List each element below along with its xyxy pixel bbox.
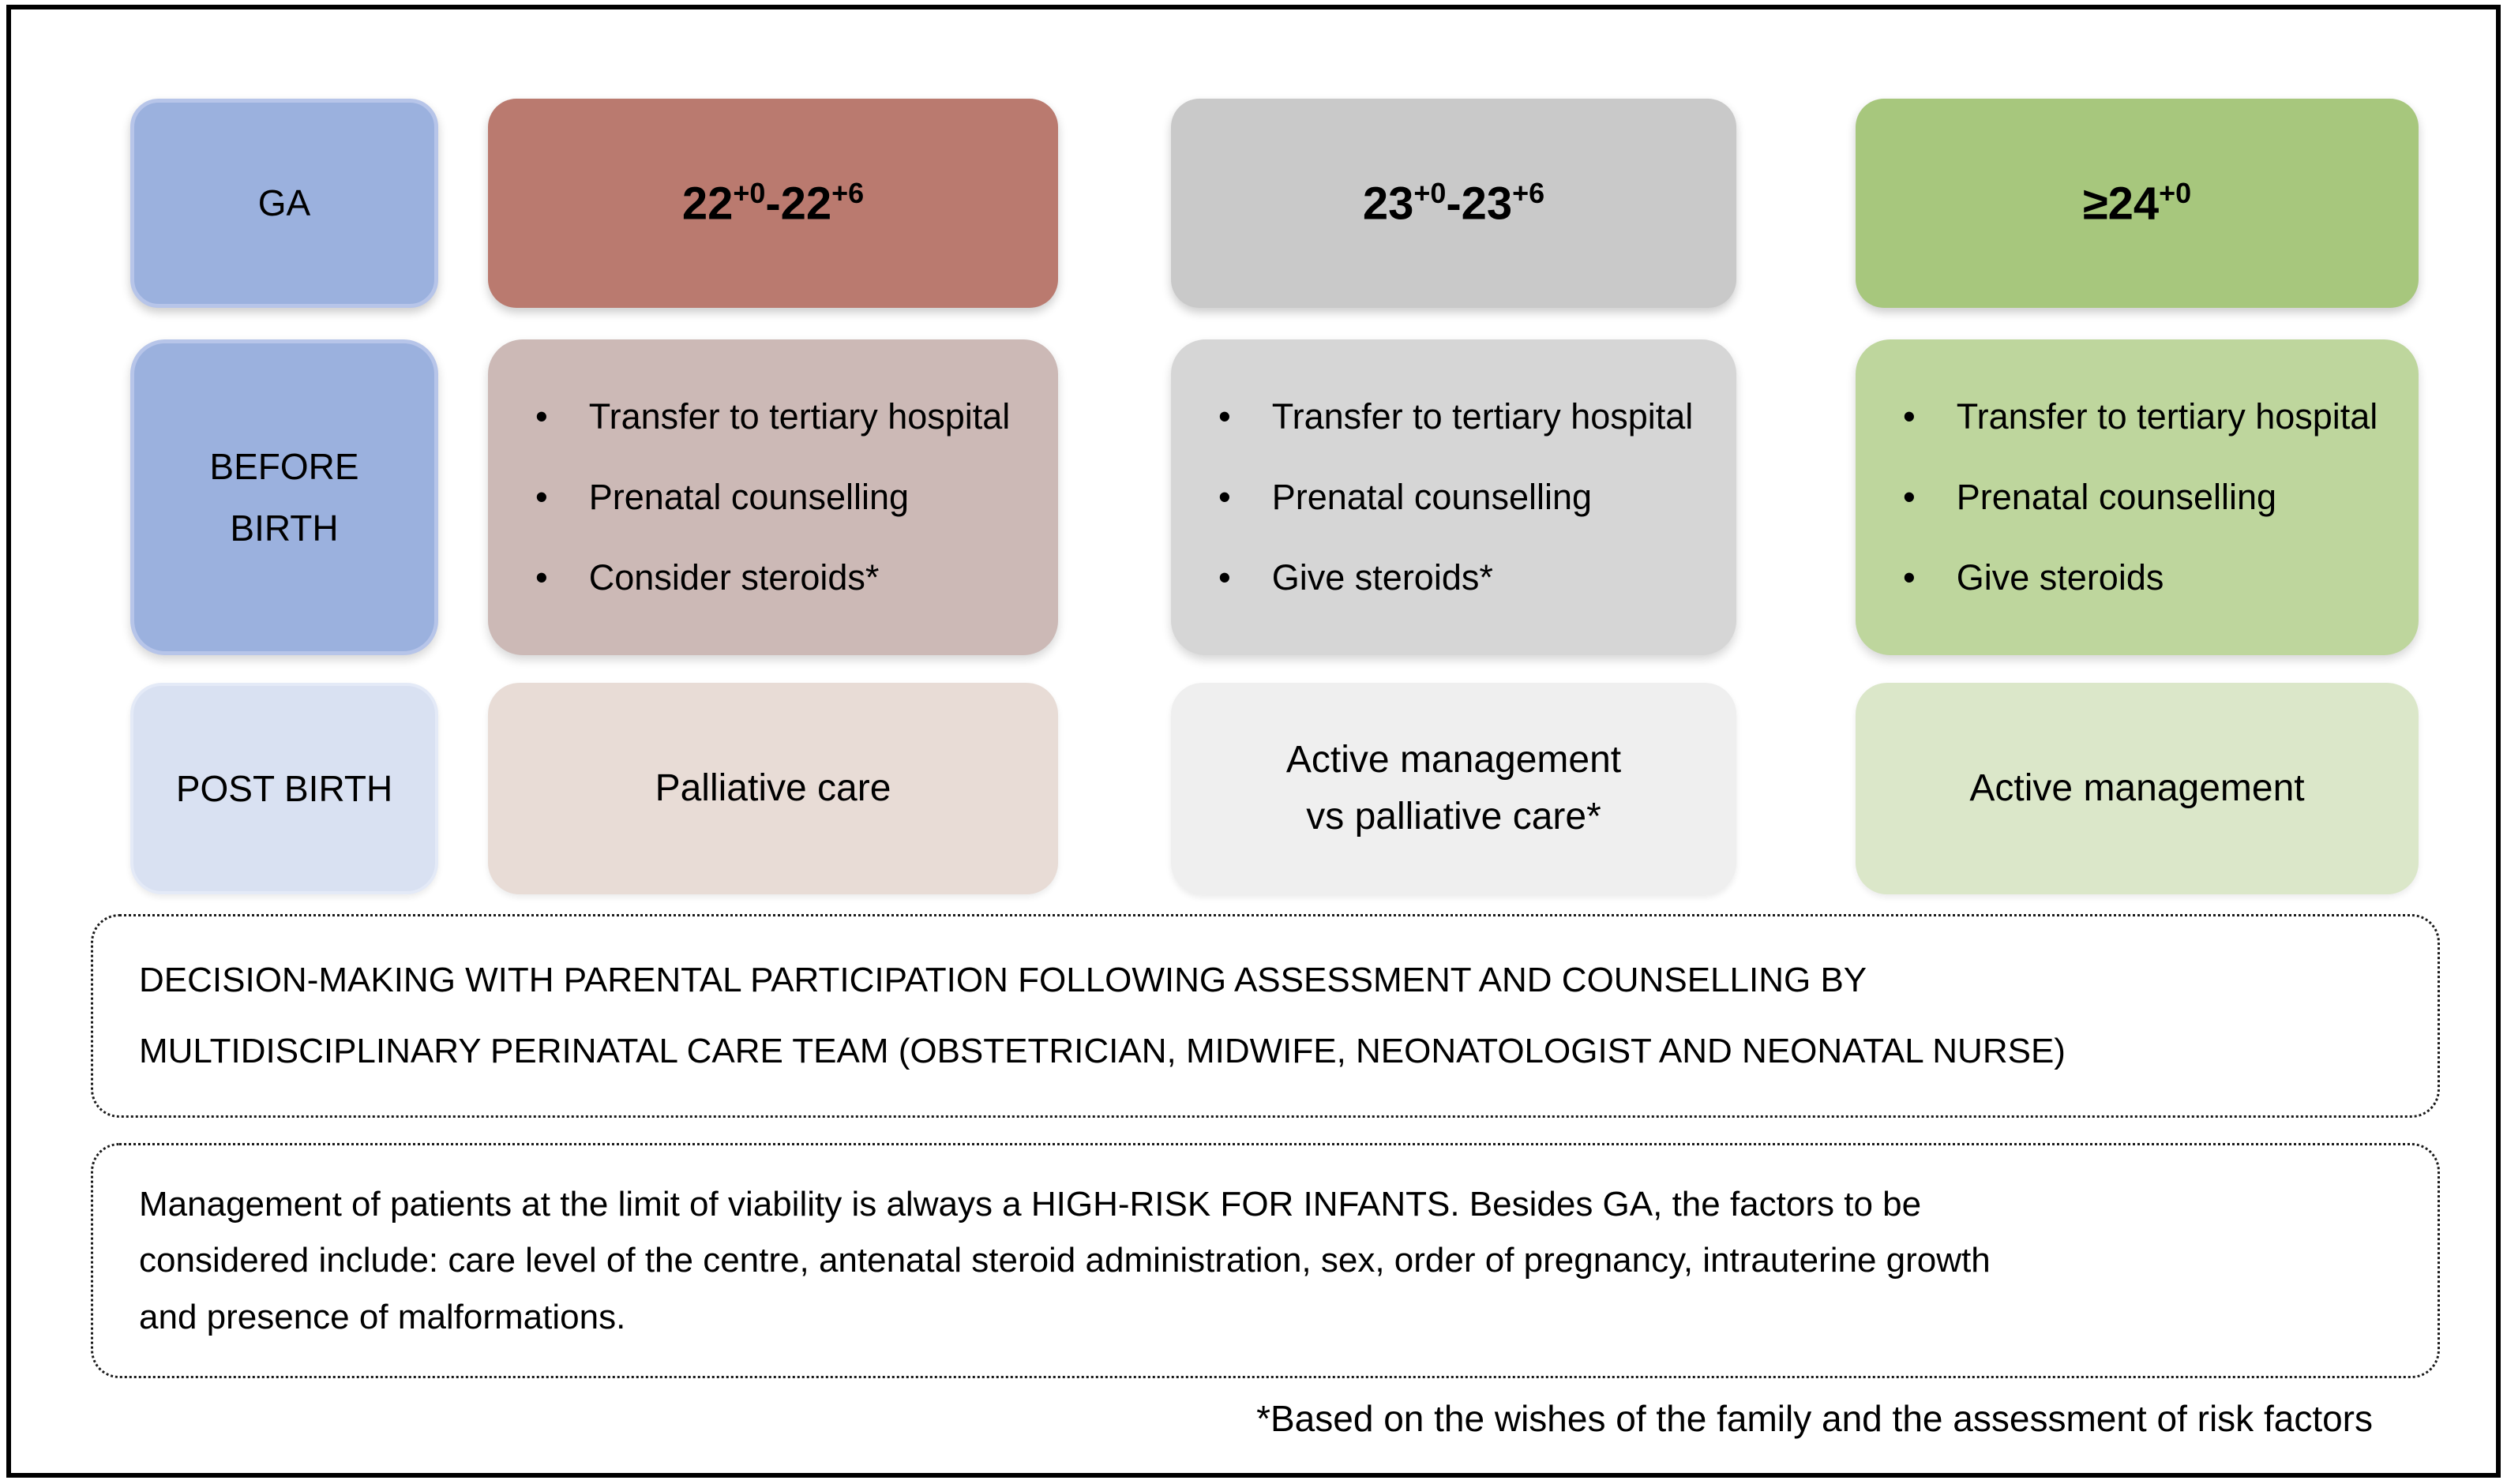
decision-making-note-box: DECISION-MAKING WITH PARENTAL PARTICIPAT…	[91, 914, 2440, 1118]
bullet-icon: •	[1903, 396, 1916, 437]
post-birth-23-line2: vs palliative care*	[1306, 796, 1601, 838]
before-birth-list-22: •Transfer to tertiary hospital •Prenatal…	[488, 396, 1058, 598]
ga-header-22: 22+0-22+6	[488, 99, 1058, 308]
list-item: •Transfer to tertiary hospital	[1218, 396, 1694, 437]
list-item: •Give steroids*	[1218, 557, 1493, 598]
before-birth-cell-23: •Transfer to tertiary hospital •Prenatal…	[1171, 339, 1736, 655]
management-note-box: Management of patients at the limit of v…	[91, 1143, 2440, 1378]
before-birth-label-line2: BIRTH	[230, 508, 339, 549]
decision-note-line2: MULTIDISCIPLINARY PERINATAL CARE TEAM (O…	[139, 1032, 2066, 1070]
list-item: •Transfer to tertiary hospital	[535, 396, 1011, 437]
before-birth-label-box: BEFORE BIRTH	[130, 339, 438, 655]
ga-range-23-label: 23+0-23+6	[1362, 176, 1545, 230]
list-item: •Transfer to tertiary hospital	[1903, 396, 2378, 437]
bullet-icon: •	[535, 396, 548, 437]
ga-range-24-label: ≥24+0	[2082, 176, 2192, 230]
ga-label-box: GA	[130, 99, 438, 308]
list-item: •Prenatal counselling	[1903, 477, 2277, 517]
ga-header-24: ≥24+0	[1856, 99, 2419, 308]
bullet-icon: •	[535, 477, 548, 517]
before-birth-cell-22: •Transfer to tertiary hospital •Prenatal…	[488, 339, 1058, 655]
bullet-icon: •	[1218, 396, 1231, 437]
bullet-icon: •	[535, 557, 548, 598]
bullet-icon: •	[1218, 557, 1231, 598]
post-birth-24-text: Active management	[1969, 767, 2305, 809]
before-birth-list-24: •Transfer to tertiary hospital •Prenatal…	[1856, 396, 2419, 598]
before-birth-cell-24: •Transfer to tertiary hospital •Prenatal…	[1856, 339, 2419, 655]
management-note-line3: and presence of malformations.	[139, 1297, 626, 1336]
ga-range-22-label: 22+0-22+6	[681, 176, 865, 230]
post-birth-label: POST BIRTH	[175, 767, 393, 809]
list-item: •Prenatal counselling	[1218, 477, 1593, 517]
post-birth-23-line1: Active management	[1285, 739, 1622, 781]
bullet-icon: •	[1903, 477, 1916, 517]
list-item: •Give steroids	[1903, 557, 2164, 598]
before-birth-label-line1: BEFORE	[209, 445, 359, 487]
management-note-line1: Management of patients at the limit of v…	[139, 1185, 1922, 1224]
before-birth-list-23: •Transfer to tertiary hospital •Prenatal…	[1171, 396, 1736, 598]
list-item: •Consider steroids*	[535, 557, 880, 598]
management-note-line2: considered include: care level of the ce…	[139, 1241, 1991, 1280]
ga-label: GA	[257, 182, 311, 224]
post-birth-label-box: POST BIRTH	[130, 683, 438, 894]
figure-border	[6, 5, 2501, 1478]
bullet-icon: •	[1903, 557, 1916, 598]
ga-header-23: 23+0-23+6	[1171, 99, 1736, 308]
post-birth-cell-22: Palliative care	[488, 683, 1058, 894]
post-birth-cell-24: Active management	[1856, 683, 2419, 894]
list-item: •Prenatal counselling	[535, 477, 910, 517]
decision-note-line1: DECISION-MAKING WITH PARENTAL PARTICIPAT…	[139, 960, 1867, 999]
post-birth-22-text: Palliative care	[655, 767, 891, 809]
bullet-icon: •	[1218, 477, 1231, 517]
post-birth-cell-23: Active management vs palliative care*	[1171, 683, 1736, 894]
footnote: *Based on the wishes of the family and t…	[1256, 1398, 2373, 1439]
